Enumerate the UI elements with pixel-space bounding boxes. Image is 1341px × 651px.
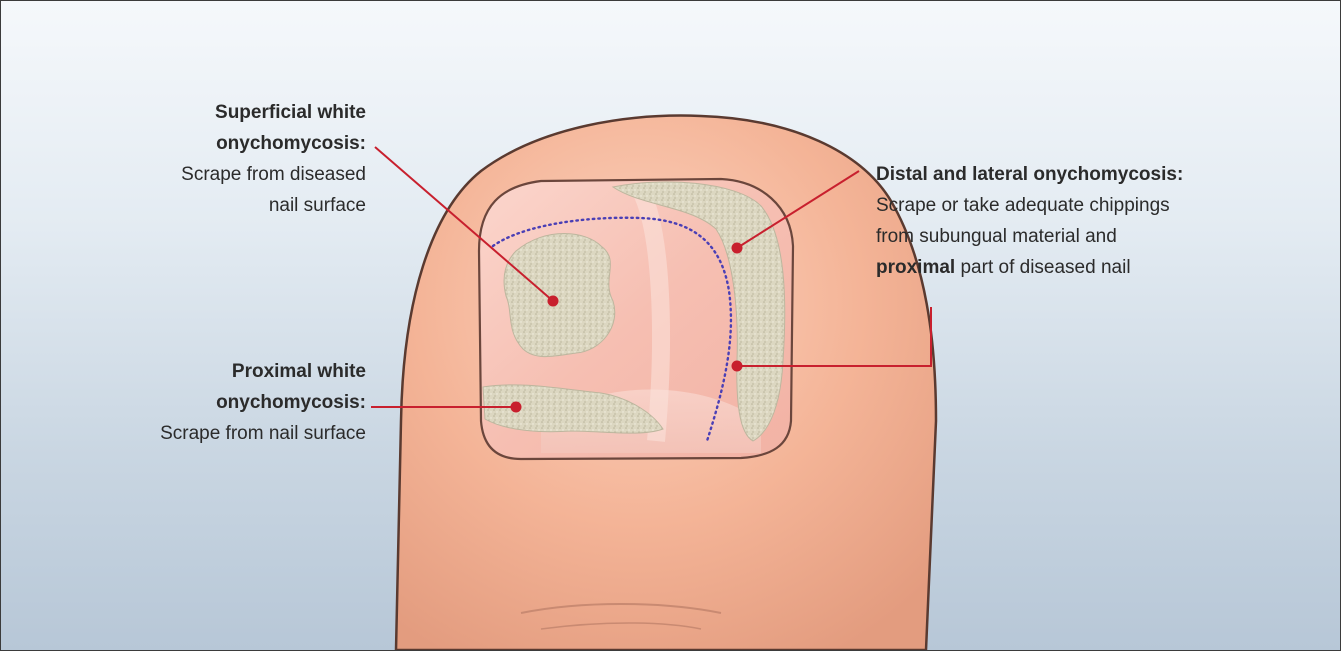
- superficial-heading-line2: onychomycosis:: [61, 128, 366, 159]
- proximal-heading-line1: Proximal white: [61, 356, 366, 387]
- superficial-body-line1: Scrape from diseased: [61, 159, 366, 190]
- label-proximal-white: Proximal white onychomycosis: Scrape fro…: [61, 356, 366, 449]
- marker-superficial: [548, 296, 559, 307]
- distal-body-line3: proximal part of diseased nail: [876, 252, 1316, 283]
- proximal-heading-line2: onychomycosis:: [61, 387, 366, 418]
- label-distal-lateral: Distal and lateral onychomycosis: Scrape…: [876, 159, 1316, 283]
- superficial-white-lesion: [504, 234, 615, 357]
- distal-body-line2: from subungual material and: [876, 221, 1316, 252]
- superficial-body-line2: nail surface: [61, 190, 366, 221]
- distal-body-bold: proximal: [876, 257, 955, 278]
- marker-proximal-part: [732, 361, 743, 372]
- marker-proximal: [511, 402, 522, 413]
- distal-heading: Distal and lateral onychomycosis:: [876, 159, 1316, 190]
- distal-body-line1: Scrape or take adequate chippings: [876, 190, 1316, 221]
- distal-body-line3-rest: part of diseased nail: [955, 257, 1130, 278]
- marker-distal: [732, 243, 743, 254]
- label-superficial-white: Superficial white onychomycosis: Scrape …: [61, 97, 366, 221]
- superficial-heading-line1: Superficial white: [61, 97, 366, 128]
- proximal-body-line1: Scrape from nail surface: [61, 418, 366, 449]
